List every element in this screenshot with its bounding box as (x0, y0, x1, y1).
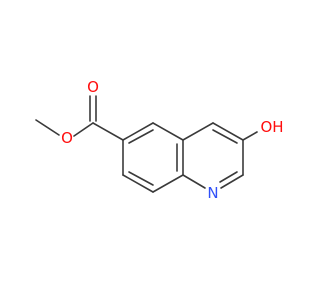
bond-carbonyl-ring (92, 122, 124, 141)
atom-labels: O O OH N (61, 78, 283, 202)
bond-c2-n (220, 174, 244, 189)
bonds (35, 95, 258, 193)
bond-c4-c3 (212, 122, 244, 141)
bond-inner-c2-n (219, 171, 238, 183)
bond-methyl-o (35, 119, 60, 136)
bond-c4a-c4 (182, 122, 214, 141)
bond-c5-c4a (152, 122, 184, 141)
bond-inner-c4-c3 (212, 129, 238, 144)
atom-hydroxyl: OH (260, 118, 283, 136)
molecule-structure: O O OH N (35, 78, 284, 202)
atom-ring-nitrogen: N (207, 184, 218, 202)
bond-inner-c7-c8 (128, 171, 154, 186)
atom-ester-oxygen: O (61, 129, 73, 147)
bond-inner-c5-c6 (128, 129, 154, 144)
bond-c3-oh (242, 131, 258, 141)
atom-carbonyl-oxygen: O (87, 78, 99, 96)
bond-o-carbonyl (73, 122, 94, 137)
bond-n-c8a (182, 174, 206, 189)
bond-c8a-c8 (152, 174, 184, 193)
bond-c6-c5 (122, 122, 154, 141)
bond-c8-c7 (122, 174, 154, 193)
